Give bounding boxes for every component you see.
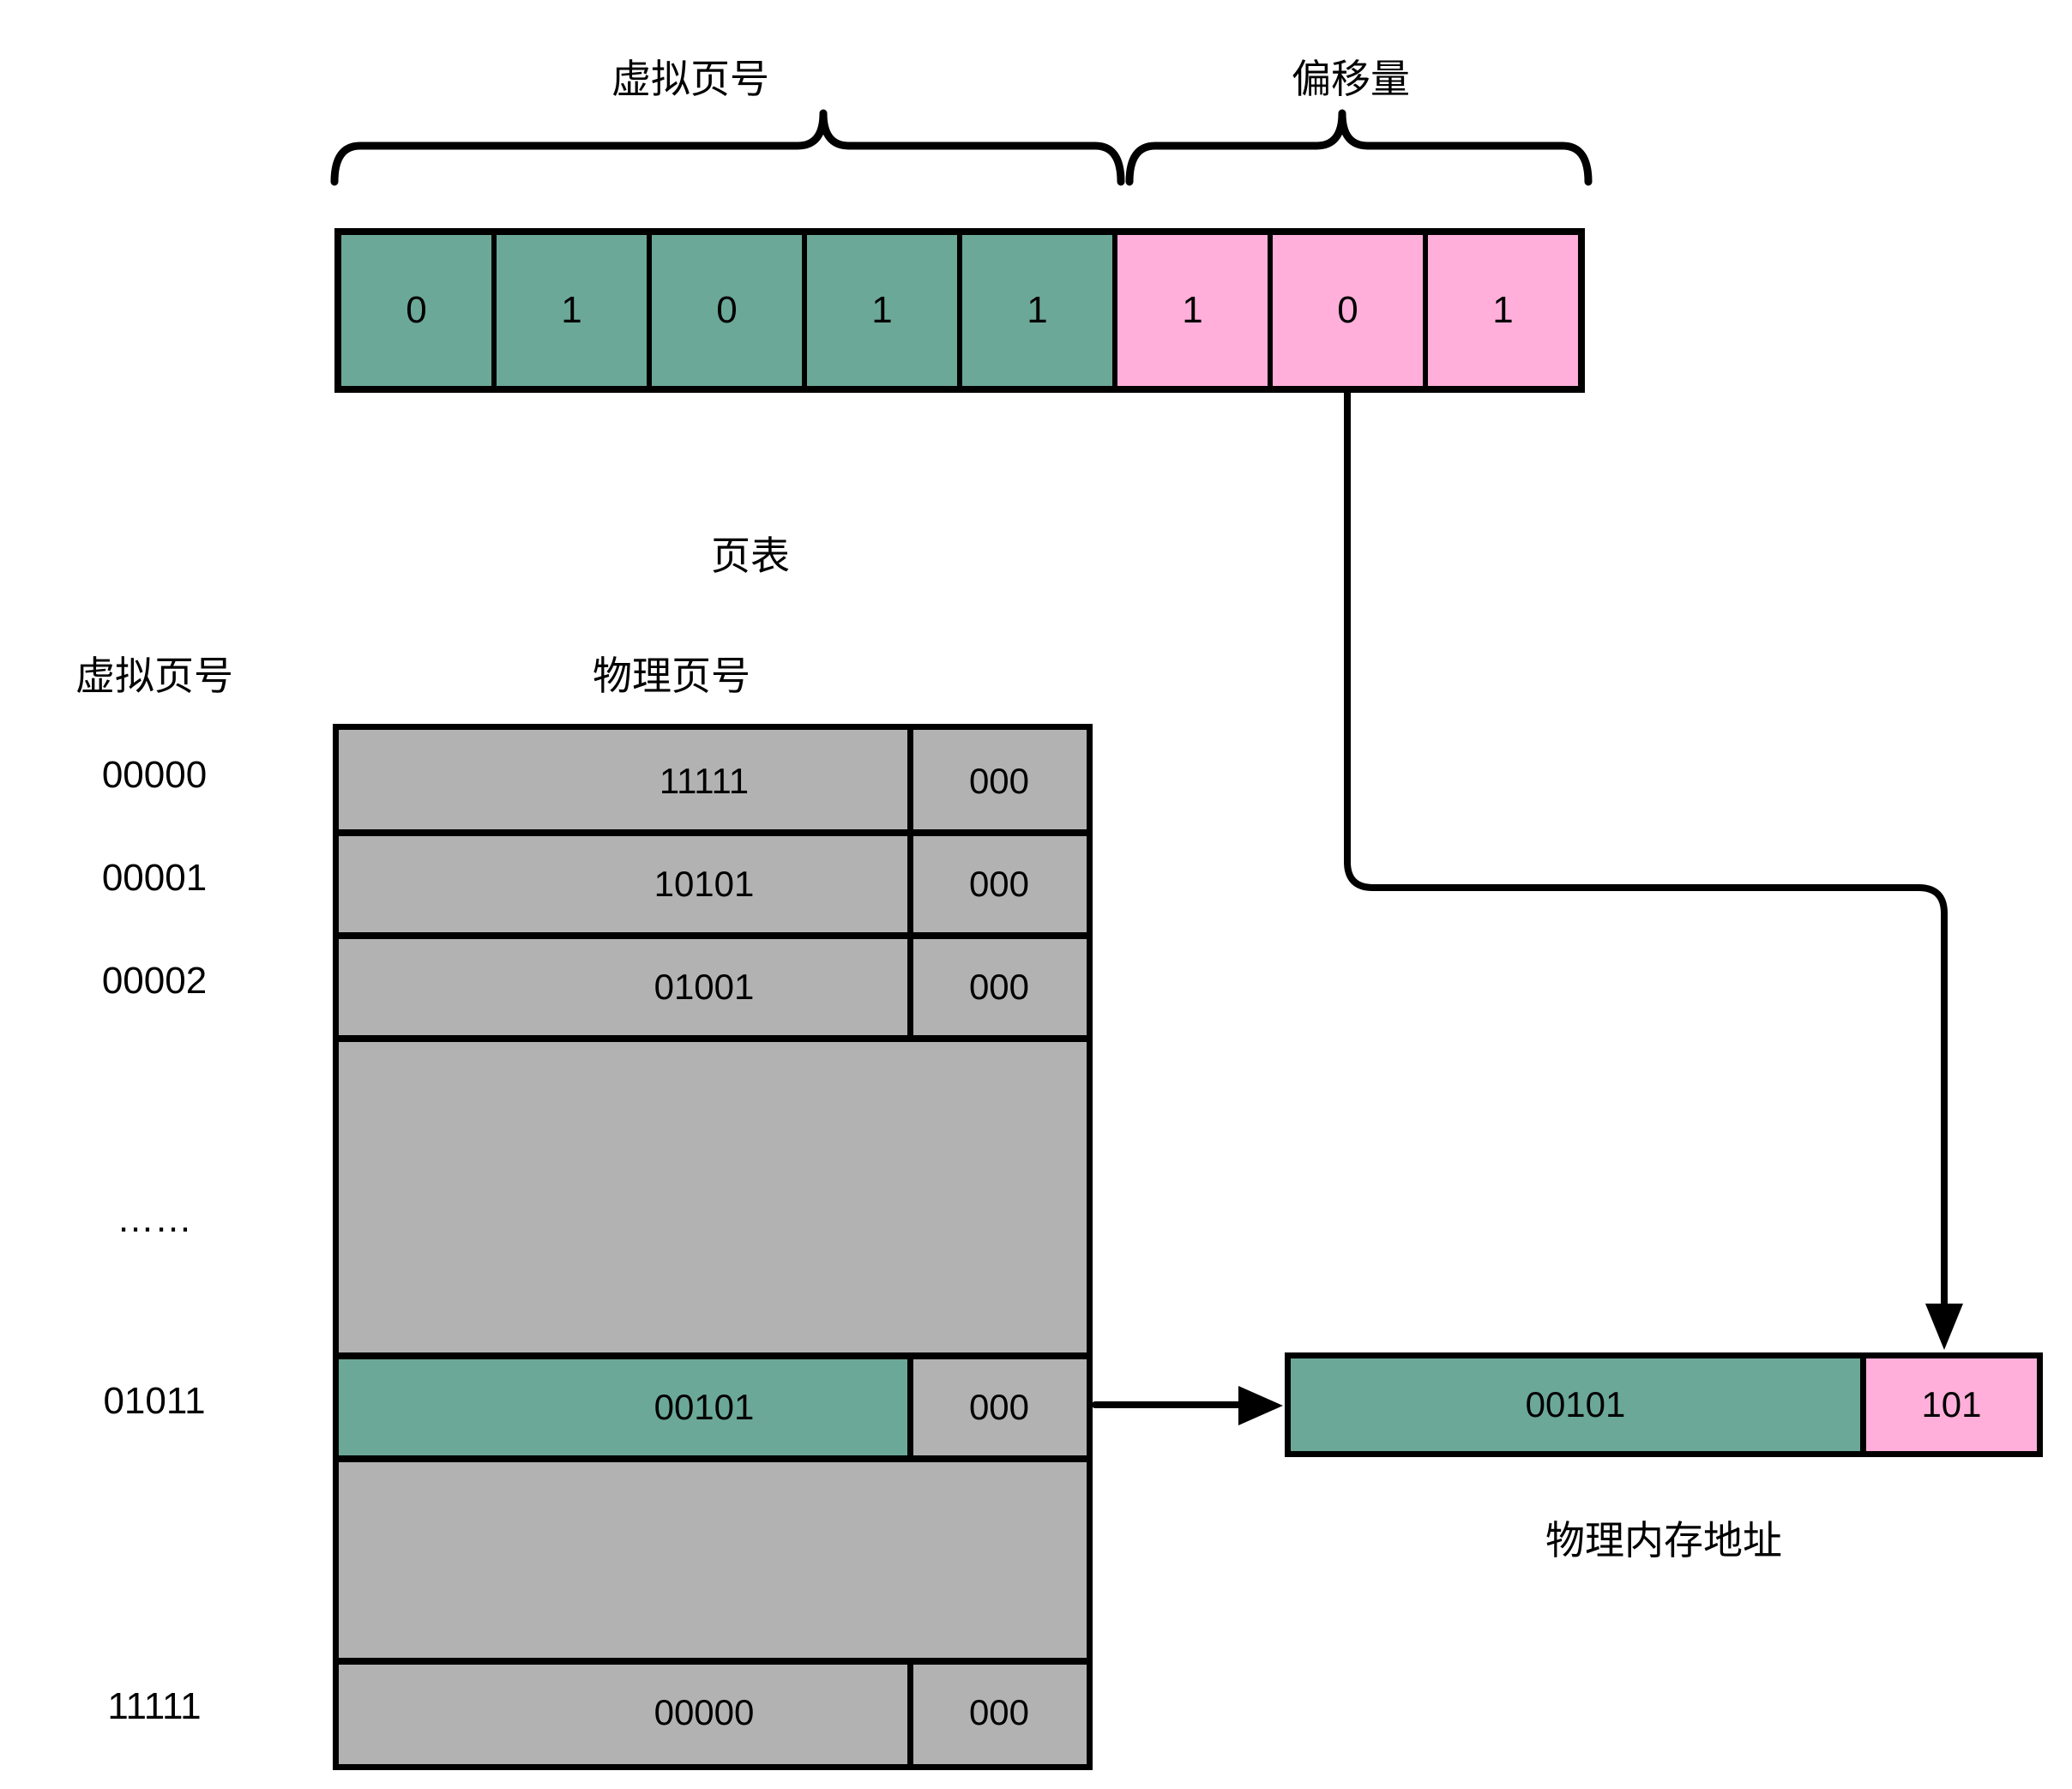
virtual-address-bar: 0 1 0 1 1 1 0 1	[334, 228, 1585, 393]
ppn-value: 00000	[654, 1692, 755, 1732]
row-separator	[339, 829, 1087, 836]
down-arrowhead-icon	[1925, 1304, 1963, 1350]
ppn-value: 01001	[654, 967, 755, 1007]
vpn-row-label: 11111	[107, 1685, 202, 1727]
row-separator	[339, 1455, 1087, 1462]
vpn-row-label: 00002	[101, 960, 208, 1002]
offset-overbrace	[1125, 109, 1593, 186]
physical-address-ppn: 00101	[1291, 1358, 1860, 1451]
flag-bits: 000	[968, 1692, 1030, 1732]
ppn-value: 11111	[659, 761, 750, 801]
row-separator	[339, 1658, 1087, 1665]
vpn-column-header: 虚拟页号	[75, 654, 233, 698]
offset-bit-cell: 1	[1112, 235, 1268, 386]
flag-bits: 000	[968, 864, 1030, 904]
flag-bits: 000	[968, 1387, 1030, 1427]
offset-label: 偏移量	[1292, 57, 1410, 101]
flag-bits: 000	[968, 761, 1030, 801]
page-table-title: 页表	[711, 533, 790, 578]
row-separator	[339, 1035, 1087, 1042]
vpn-bit-cell: 1	[802, 235, 957, 386]
vpn-bit-cell: 0	[647, 235, 802, 386]
column-divider	[907, 1359, 913, 1455]
vpn-row-label: 00001	[101, 857, 208, 899]
physical-memory-address-label: 物理内存地址	[1545, 1518, 1782, 1563]
physical-address-offset: 101	[1860, 1358, 2037, 1451]
vpn-overbrace	[330, 109, 1125, 186]
ppn-value-highlighted: 00101	[654, 1387, 755, 1427]
offset-bit-cell: 0	[1268, 235, 1423, 386]
vpn-bit-cell: 1	[957, 235, 1112, 386]
vpn-ellipsis-label: ……	[117, 1198, 192, 1240]
ppn-column-header: 物理页号	[593, 654, 750, 698]
column-divider	[907, 1665, 913, 1764]
row-to-physical-arrow	[1092, 1386, 1283, 1425]
vpn-row-label: 00000	[101, 754, 208, 796]
virtual-page-number-label: 虚拟页号	[611, 57, 769, 101]
page-table-body: 11111 000 10101 000 01001 000 00101 000 …	[339, 730, 1087, 1764]
physical-address-box: 00101 101	[1285, 1352, 2043, 1457]
vpn-bit-cell: 1	[491, 235, 647, 386]
flag-bits: 000	[968, 967, 1030, 1007]
row-separator	[339, 932, 1087, 939]
row-separator	[339, 1352, 1087, 1359]
column-divider	[907, 836, 913, 932]
page-table: 11111 000 10101 000 01001 000 00101 000 …	[333, 724, 1093, 1770]
highlighted-ppn-cell	[339, 1359, 907, 1455]
ppn-value: 10101	[654, 864, 755, 904]
offset-flow-arrow	[1344, 389, 1963, 1350]
right-arrowhead-icon	[1238, 1386, 1283, 1425]
column-divider	[907, 730, 913, 829]
vpn-bit-cell: 0	[341, 235, 491, 386]
offset-bit-cell: 1	[1423, 235, 1578, 386]
vpn-row-label: 01011	[103, 1380, 206, 1422]
column-divider	[907, 939, 913, 1035]
